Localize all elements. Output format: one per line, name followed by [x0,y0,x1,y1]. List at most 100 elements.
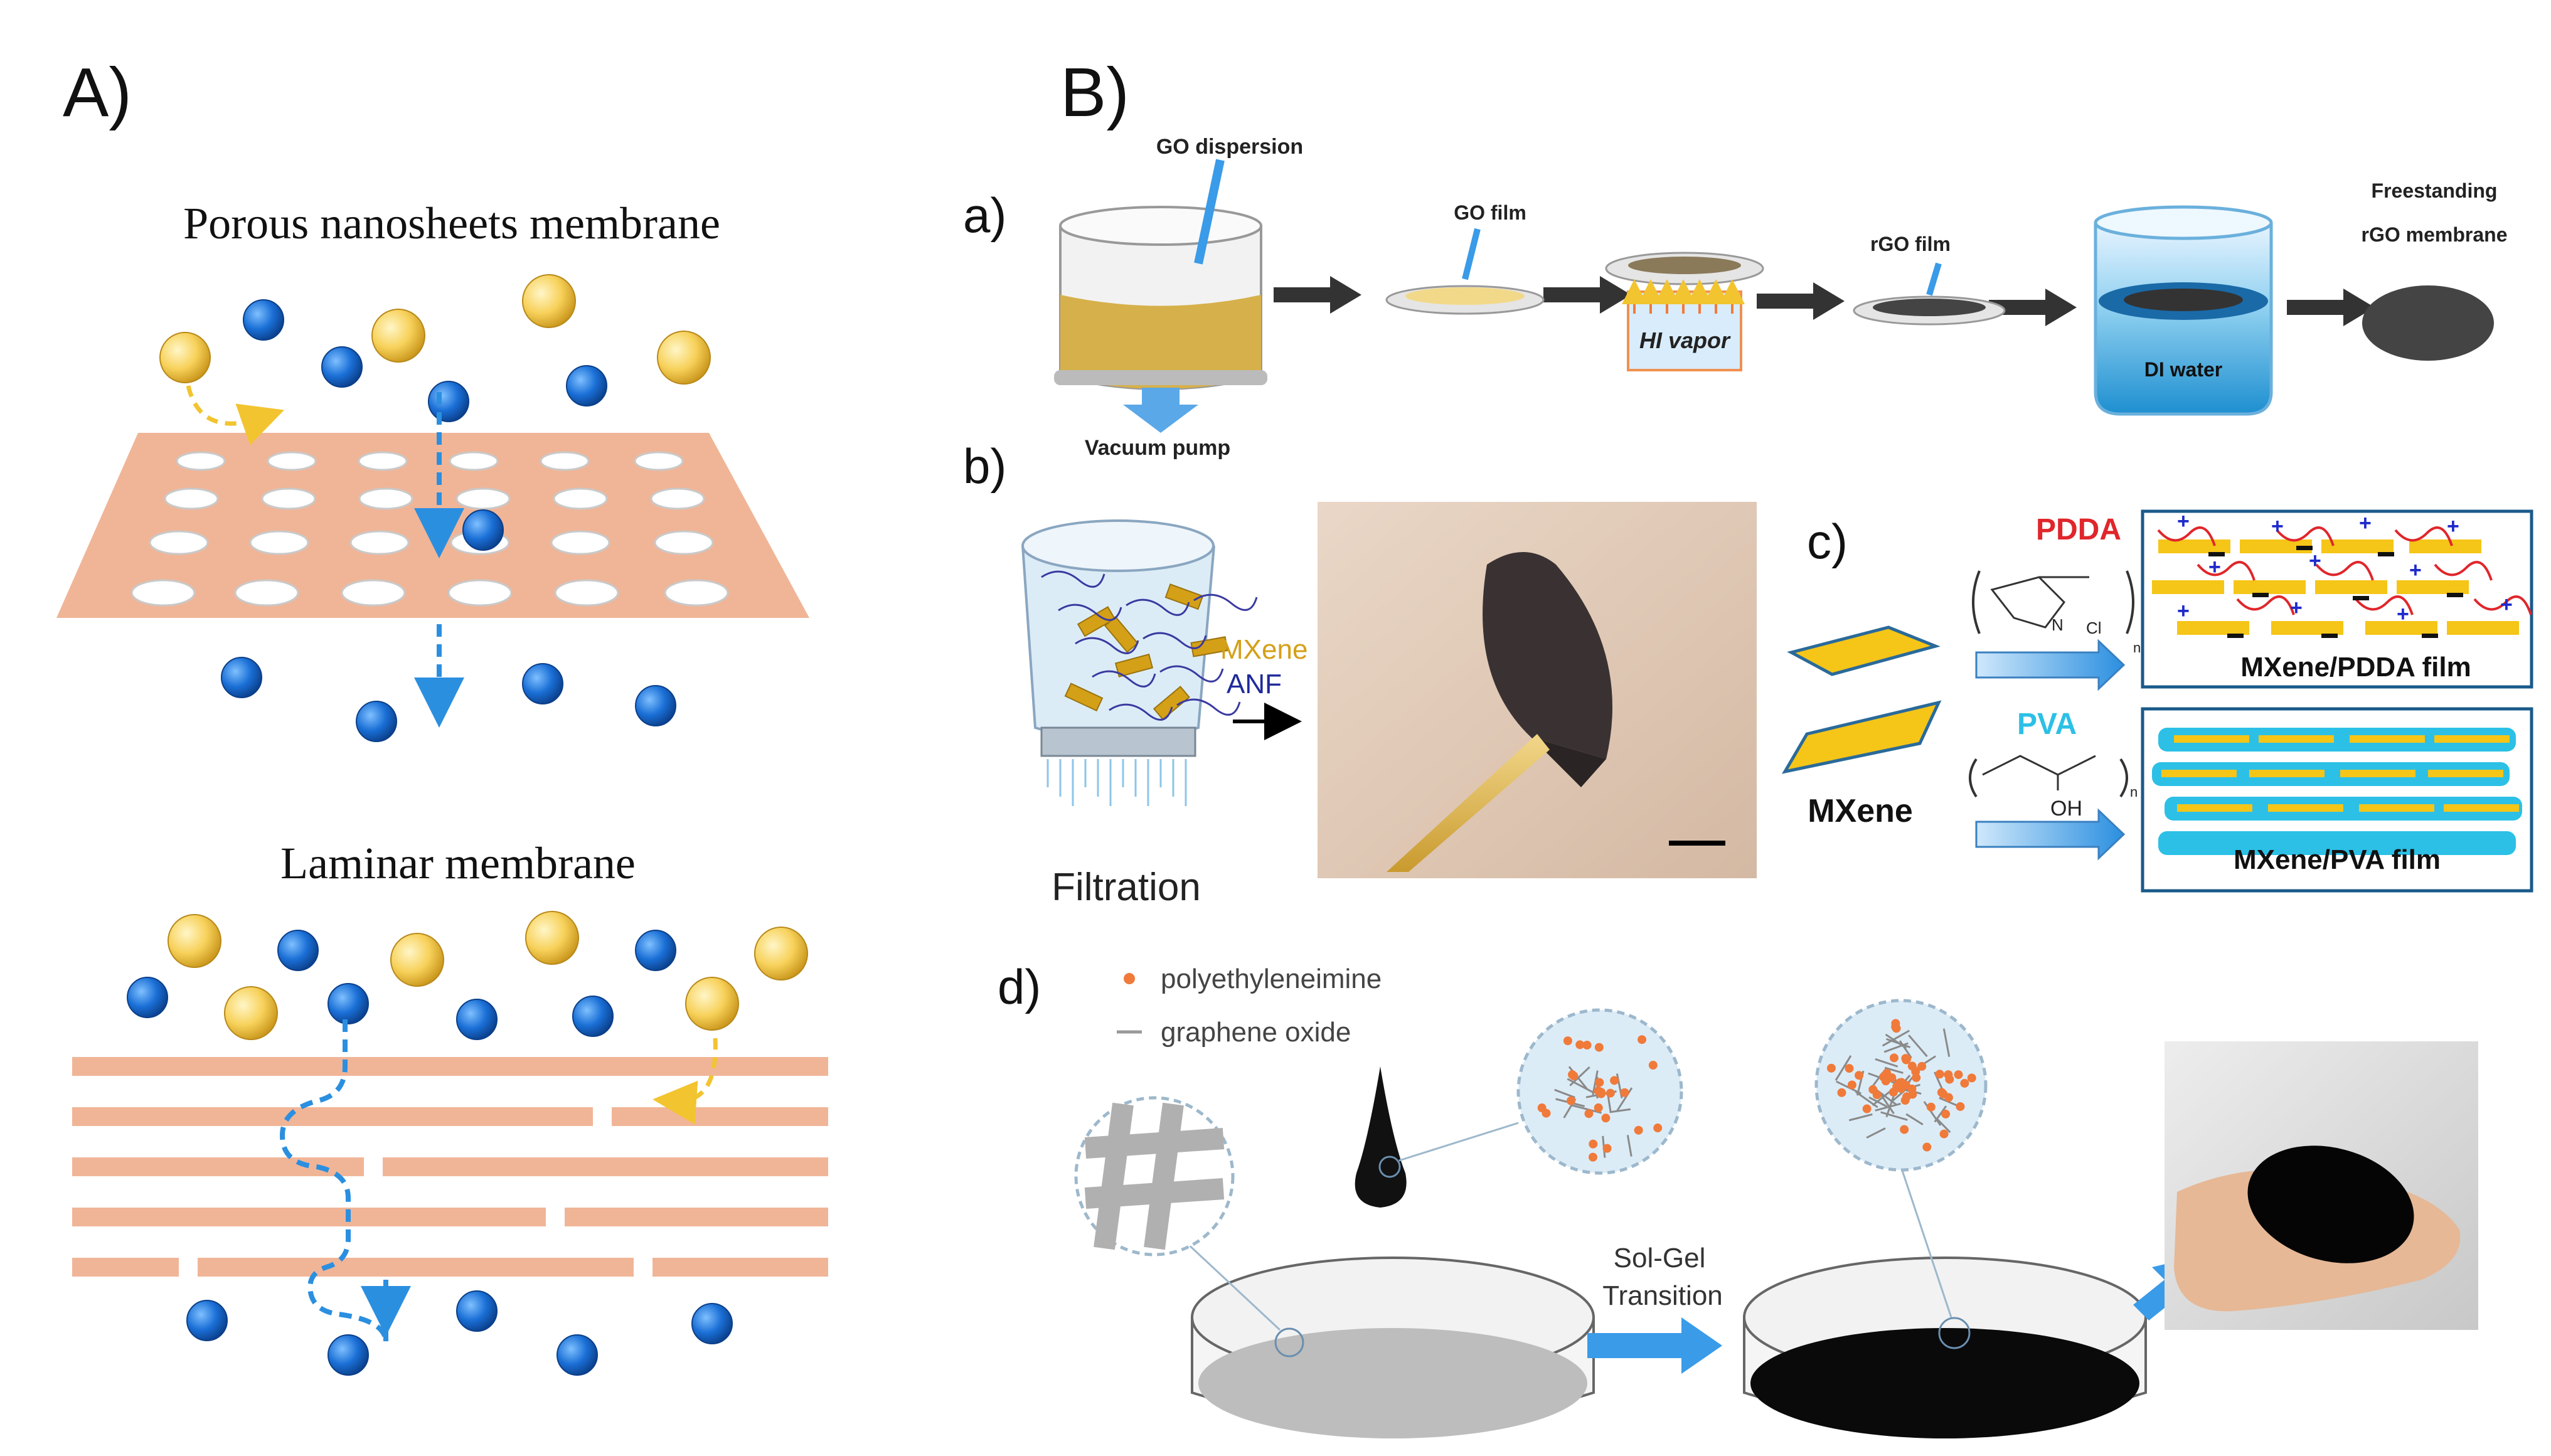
mxene-layer [2259,735,2334,743]
anf-fiber-icon [1058,603,1122,621]
laminar-sheet [72,1157,364,1176]
laminar-ions [127,911,808,1376]
pdda-chain-icon [2157,526,2216,546]
go-sheet [1835,1055,1852,1081]
pei-dot [1956,1102,1965,1111]
floating-membrane [2124,289,2243,311]
go-sheet [1875,1102,1901,1112]
pei-dot [1967,1073,1976,1083]
laminar-membrane-title: Laminar membrane [280,838,636,888]
plus-charge-icon: + [2177,599,2190,623]
subpanel-a-label: a) [963,188,1006,243]
freestanding-label: Freestanding [2372,179,2498,202]
pei-dot [1566,1096,1575,1105]
go-sheet [1908,1034,1928,1058]
plus-charge-icon: + [2409,558,2422,582]
plus-charge-icon: + [2447,514,2459,538]
bracket-icon [2126,570,2134,634]
go-sheet [1899,1040,1912,1059]
go-dispersion-layer [1198,1328,1587,1438]
pei-dot [1954,1070,1963,1080]
pipette-icon [1194,159,1225,265]
pore [130,579,196,607]
mxene-flake-icon [1104,615,1139,653]
hi-vapor-label: HI vapor [1639,327,1731,353]
zoom-line [1398,1122,1519,1162]
pei-dot [1960,1078,1969,1088]
pore [550,530,610,555]
vessel-rim [1021,519,1215,572]
rejection-arrow-icon [652,1038,718,1125]
minus-charge-icon [2378,552,2394,556]
pva-layer [2158,831,2516,855]
pei-dot [1935,1070,1944,1079]
blue-ion [277,930,319,971]
mxene-flake-icon [1164,583,1204,610]
process-arrows [1274,276,2375,326]
zoom-line [1185,1241,1281,1331]
blue-ion [127,977,168,1018]
scale-bar [1669,841,1725,846]
filtration-label: Filtration [1052,866,1201,909]
vacuum-arrow-icon [1123,388,1198,433]
pore [149,530,209,555]
go-film-label: GO film [1454,201,1526,224]
mxene-layer [2350,735,2425,743]
pei-dot [1926,1102,1936,1112]
laminar-sheet [72,1208,546,1226]
blue-ion [462,509,504,551]
mxene-flake-icon [1153,686,1190,721]
bracket-icon [1972,570,1981,634]
pei-dot [1582,1041,1592,1050]
pei-dot [1868,1085,1878,1094]
subpanel-b-label: b) [963,438,1006,494]
blue-ion [356,701,397,742]
laminar-sheet [612,1107,828,1126]
pore [358,487,413,510]
blue-ion [186,1300,228,1341]
blue-ion [635,930,676,971]
tortuous-path-icon [279,1019,388,1343]
beaker-rim [2094,205,2273,240]
rgo-film-label: rGO film [1870,233,1951,255]
blue-ion [328,1334,369,1376]
go-dispersion-label: GO dispersion [1156,135,1303,159]
n-plus-label: N [2052,615,2064,634]
filter-holder [1040,726,1196,757]
yellow-ion [657,331,711,385]
film-in-chamber [1628,257,1741,274]
cup-rim [1059,206,1262,246]
mxene-layer [2177,804,2252,812]
subscript-n: n [2130,784,2138,800]
minus-charge-icon [2447,593,2463,597]
pei-dot [1945,1075,1954,1084]
pei-dot [1601,1113,1611,1123]
pei-dot [1937,1088,1946,1097]
laminar-sheet [565,1208,828,1226]
anf-fiber-icon [1142,632,1207,649]
mxene-flake-icon [1077,606,1116,637]
yellow-ion [371,309,425,363]
laminar-sheet [72,1258,179,1277]
mxene-layer [2409,539,2481,553]
porous-ions [159,274,711,742]
pei-dot [1826,1063,1836,1073]
go-sheet [1866,1127,1886,1139]
pva-arrow-icon [1975,808,2126,861]
mxene-layer [2234,580,2306,594]
zoom-marker [1378,1156,1401,1178]
pei-dot [1902,1055,1911,1065]
go-sheet [1942,1028,1951,1057]
pei-dot [1845,1064,1854,1073]
pva-structure-icon [1982,755,2096,790]
plus-charge-icon: + [2271,514,2284,538]
mesh-bar [1094,1102,1134,1250]
rgo-film [1873,299,1986,316]
go-film [1405,287,1525,305]
minus-charge-icon [2296,546,2313,550]
pdda-chain-icon [2276,526,2335,546]
plus-charge-icon: + [2208,555,2221,579]
minus-charge-icon [2321,634,2338,638]
anf-fiber-icon [1092,670,1156,688]
zoom-line [1893,1147,1952,1318]
